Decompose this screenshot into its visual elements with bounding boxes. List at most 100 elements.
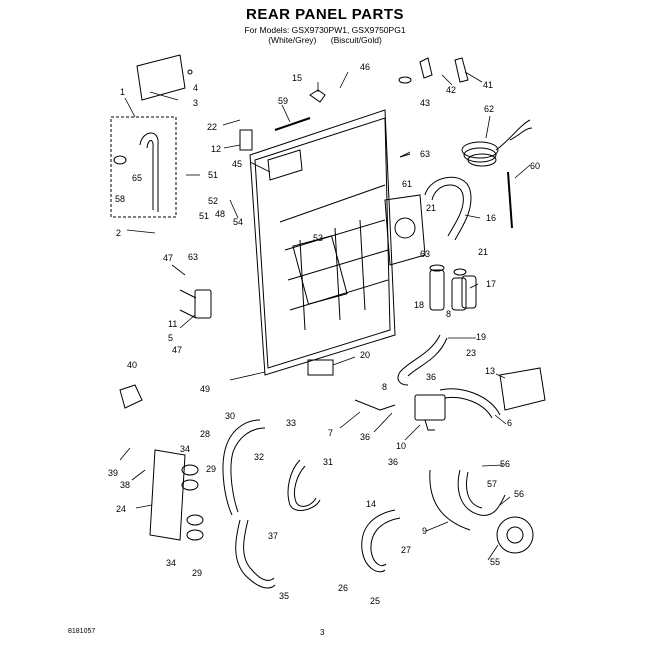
part-kit-box <box>110 116 177 218</box>
part-20 <box>307 359 334 376</box>
callout-56: 56 <box>514 489 524 499</box>
callout-39: 39 <box>108 468 118 478</box>
callout-13: 13 <box>485 366 495 376</box>
callout-60: 60 <box>530 161 540 171</box>
callout-29: 29 <box>192 568 202 578</box>
part-bracket-13 <box>499 367 546 411</box>
callout-59: 59 <box>278 96 288 106</box>
callout-65: 65 <box>132 173 142 183</box>
part-bracket-61 <box>384 194 426 266</box>
part-valves-17-18 <box>429 264 477 311</box>
callout-29: 29 <box>206 464 216 474</box>
part-40 <box>119 384 143 409</box>
variant-line: (White/Grey) (Biscuit/Gold) <box>0 35 650 45</box>
callout-21: 21 <box>426 203 436 213</box>
callout-63: 63 <box>188 252 198 262</box>
callout-22: 22 <box>207 122 217 132</box>
callout-49: 49 <box>200 384 210 394</box>
page-number: 3 <box>320 628 325 637</box>
callout-numbers: 46 15 42 41 4 1 3 59 43 62 22 12 45 63 6… <box>108 62 540 606</box>
callout-53: 53 <box>313 233 323 243</box>
part-pump <box>429 469 534 554</box>
part-hose-25 <box>361 509 401 573</box>
callout-7: 7 <box>328 428 333 438</box>
callout-63: 63 <box>420 249 430 259</box>
callout-8: 8 <box>382 382 387 392</box>
callout-27: 27 <box>401 545 411 555</box>
callout-52: 52 <box>208 196 218 206</box>
part-junction <box>354 388 501 431</box>
callout-17: 17 <box>486 279 496 289</box>
callout-20: 20 <box>360 350 370 360</box>
callout-42: 42 <box>446 85 456 95</box>
callout-48: 48 <box>215 209 225 219</box>
callout-33: 33 <box>286 418 296 428</box>
callout-46: 46 <box>360 62 370 72</box>
callout-55: 55 <box>490 557 500 567</box>
part-hose-35 <box>235 519 276 589</box>
part-hose-31 <box>287 459 321 511</box>
callout-6: 6 <box>507 418 512 428</box>
callout-18: 18 <box>414 300 424 310</box>
callout-37: 37 <box>268 531 278 541</box>
part-hose-16 <box>424 176 472 241</box>
callout-47: 47 <box>163 253 173 263</box>
callout-47: 47 <box>172 345 182 355</box>
callout-34: 34 <box>166 558 176 568</box>
callout-45: 45 <box>232 159 242 169</box>
callout-41: 41 <box>483 80 493 90</box>
model-line: For Models: GSX9730PW1, GSX9750PG1 <box>244 25 406 35</box>
callout-2: 2 <box>116 228 121 238</box>
callout-51: 51 <box>208 170 218 180</box>
part-left-brackets <box>179 289 212 319</box>
document-code: 8181057 <box>68 628 96 635</box>
part-hose-19 <box>397 334 448 386</box>
callout-54: 54 <box>233 217 243 227</box>
callout-58: 58 <box>115 194 125 204</box>
callout-63: 63 <box>420 149 430 159</box>
callout-21: 21 <box>478 247 488 257</box>
part-hose-28 <box>222 419 266 516</box>
callout-24: 24 <box>116 504 126 514</box>
callout-26: 26 <box>338 583 348 593</box>
callout-30: 30 <box>225 411 235 421</box>
variant-biscuit-gold: (Biscuit/Gold) <box>330 35 382 45</box>
callout-62: 62 <box>484 104 494 114</box>
callout-1: 1 <box>120 87 125 97</box>
callout-36: 36 <box>426 372 436 382</box>
callout-28: 28 <box>200 429 210 439</box>
callout-36: 36 <box>360 432 370 442</box>
callout-56: 56 <box>500 459 510 469</box>
callout-31: 31 <box>323 457 333 467</box>
callout-36: 36 <box>388 457 398 467</box>
callout-3: 3 <box>193 98 198 108</box>
part-top-brackets <box>239 89 411 158</box>
callout-38: 38 <box>120 480 130 490</box>
callout-9: 9 <box>422 526 427 536</box>
callout-5: 5 <box>168 333 173 343</box>
callout-43: 43 <box>420 98 430 108</box>
variant-white-grey: (White/Grey) <box>268 35 317 45</box>
callout-40: 40 <box>127 360 137 370</box>
part-clips-42-41 <box>398 57 469 84</box>
header: REAR PANEL PARTS For Models: GSX9730PW1,… <box>0 6 650 45</box>
leader-lines <box>119 71 531 561</box>
callout-34: 34 <box>180 444 190 454</box>
callout-32: 32 <box>254 452 264 462</box>
callout-8: 8 <box>446 309 451 319</box>
callout-4: 4 <box>193 83 198 93</box>
callout-16: 16 <box>486 213 496 223</box>
callout-35: 35 <box>279 591 289 601</box>
part-rear-panel <box>249 109 396 376</box>
part-power-cord <box>461 119 533 167</box>
callout-23: 23 <box>466 348 476 358</box>
part-manifold-24 <box>149 449 204 541</box>
callout-10: 10 <box>396 441 406 451</box>
page-title: REAR PANEL PARTS <box>245 6 404 23</box>
callout-57: 57 <box>487 479 497 489</box>
callout-61: 61 <box>402 179 412 189</box>
callout-19: 19 <box>476 332 486 342</box>
callout-11: 11 <box>168 319 177 329</box>
callout-12: 12 <box>211 144 221 154</box>
callout-25: 25 <box>370 596 380 606</box>
